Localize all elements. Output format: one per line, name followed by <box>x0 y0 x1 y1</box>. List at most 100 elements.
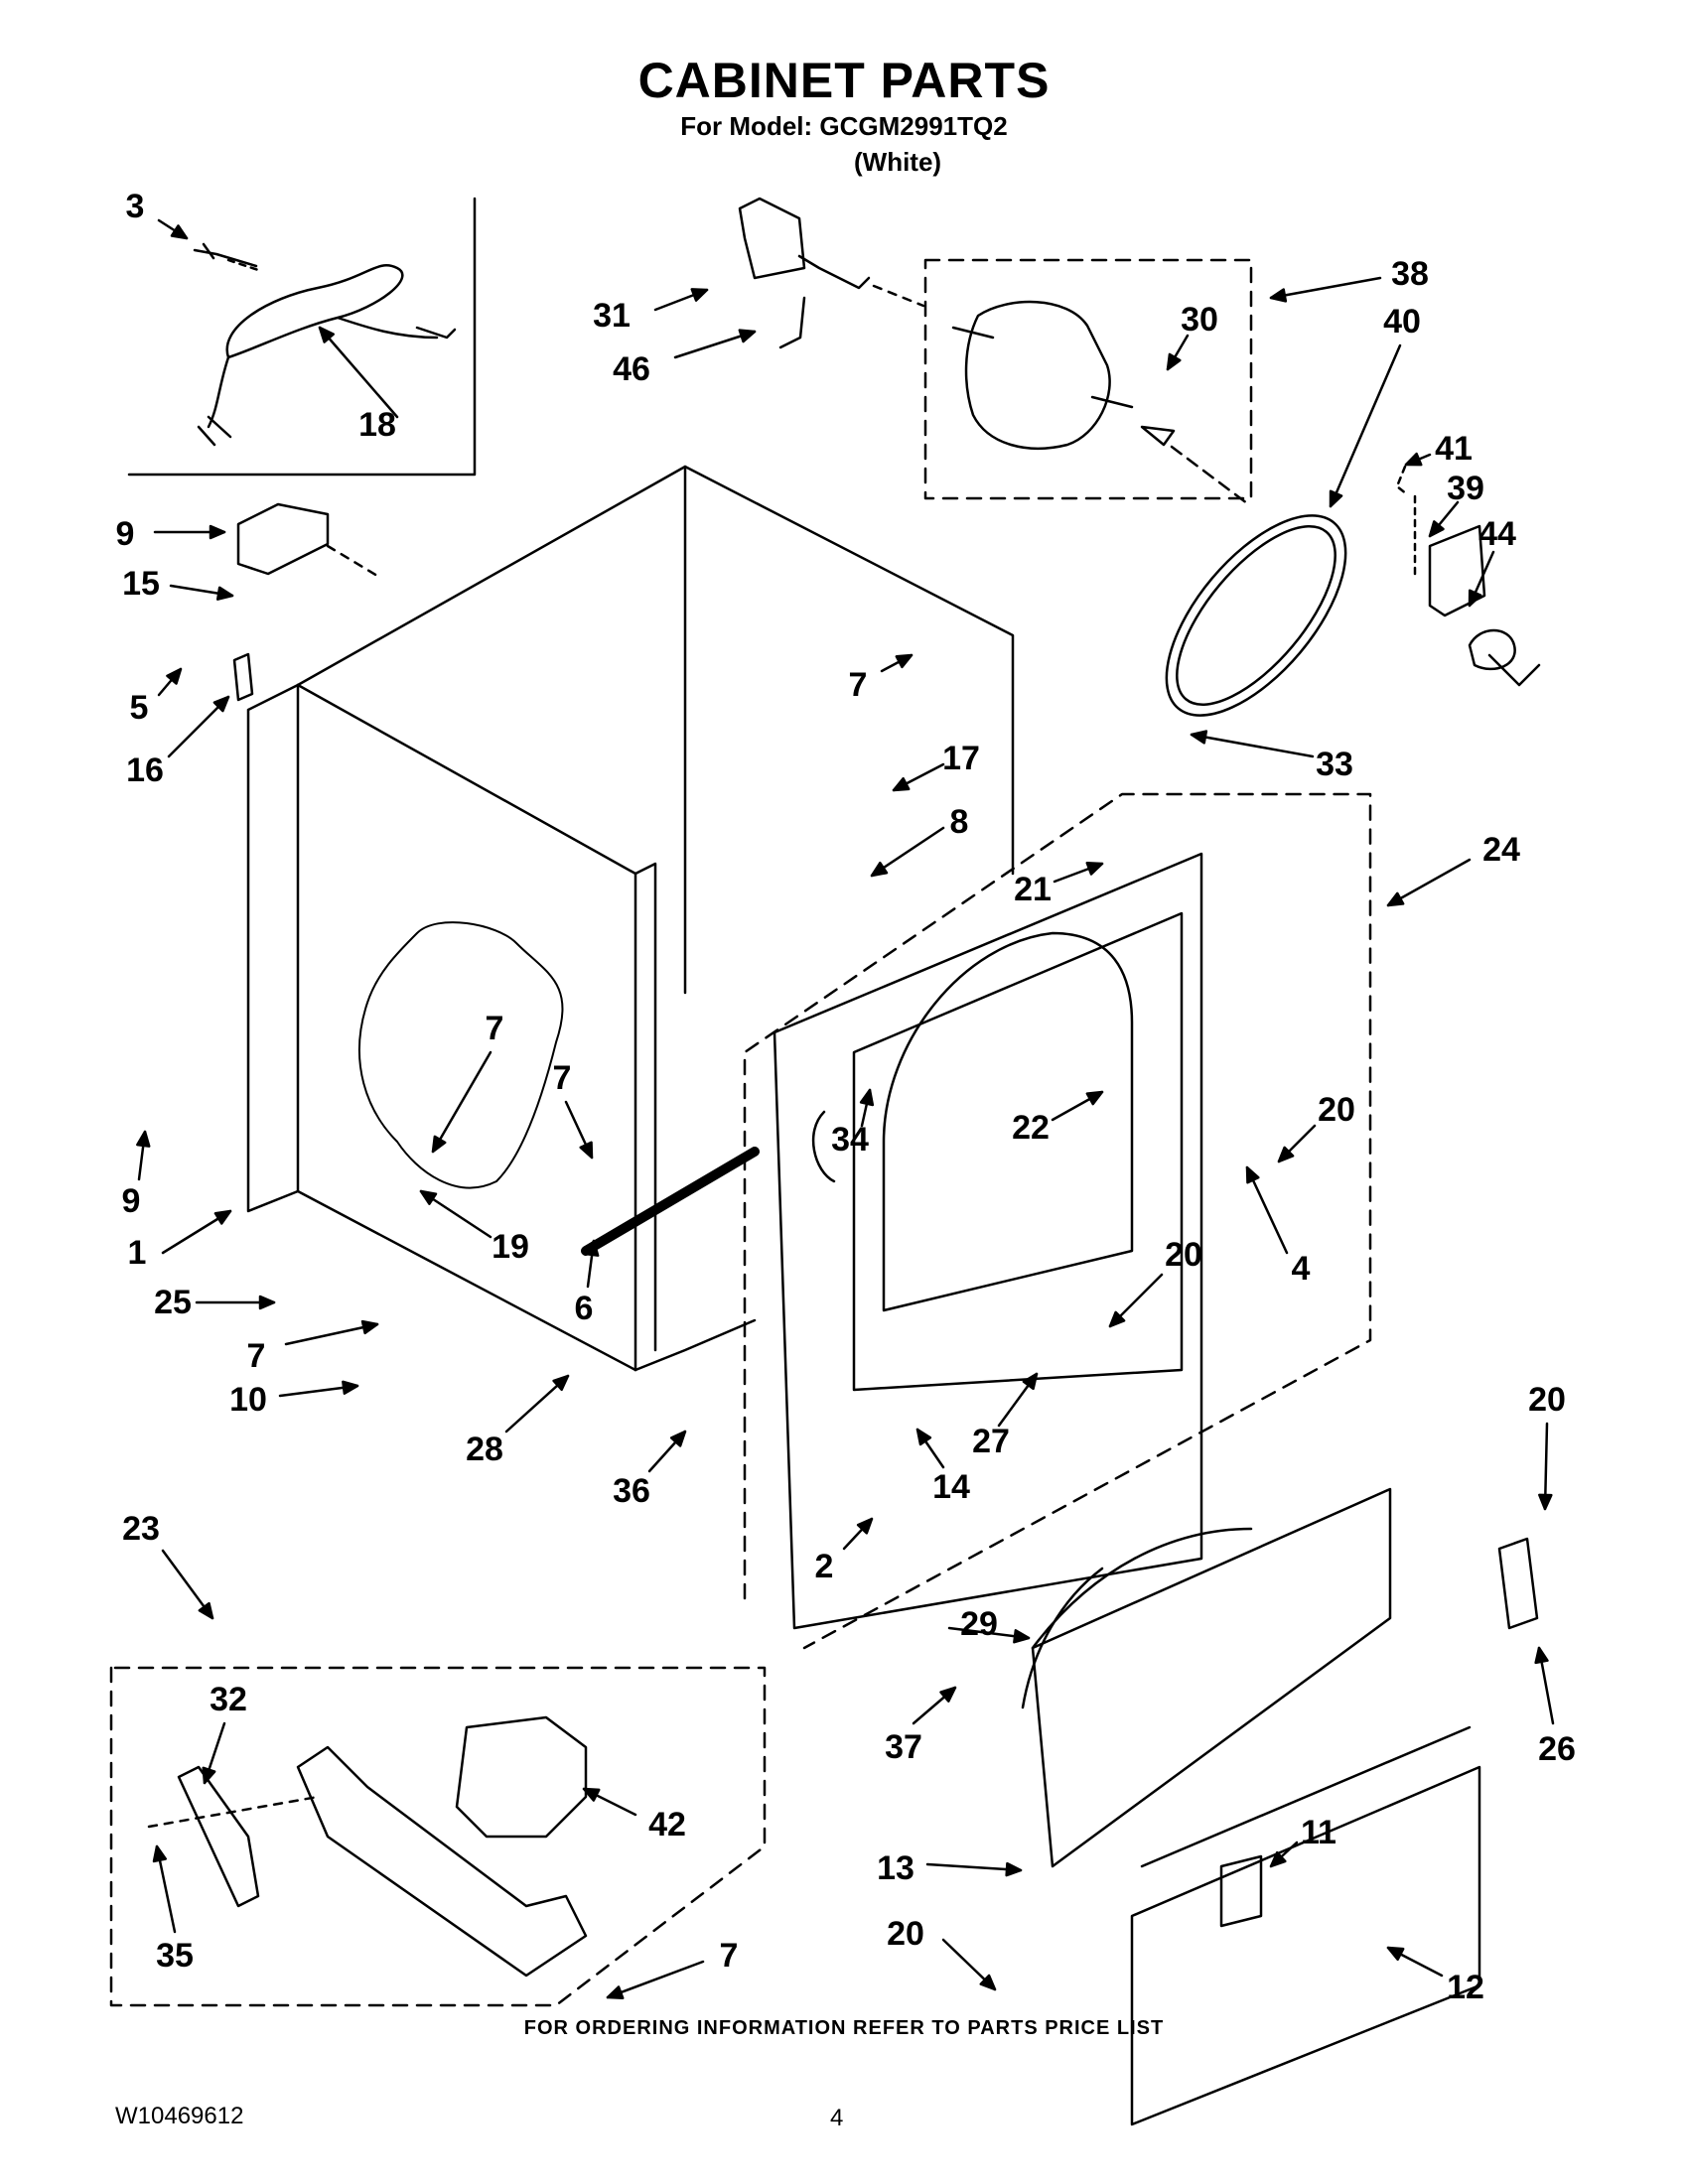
part-callout: 17 <box>942 740 980 777</box>
leader-arrowhead <box>1022 1372 1039 1391</box>
color-variant: (White) <box>854 147 942 177</box>
part-callout: 4 <box>1291 1250 1311 1288</box>
part-callout: 11 <box>1301 1814 1336 1851</box>
leader-arrowhead <box>1269 288 1288 303</box>
leader-arrowhead <box>318 326 335 343</box>
leader-arrowhead <box>215 586 234 601</box>
leader-arrowhead <box>738 329 757 343</box>
leader-line <box>606 1960 705 1999</box>
part-callout: 30 <box>1181 301 1218 339</box>
part-callout: 19 <box>492 1228 529 1266</box>
leader-arrowhead <box>1013 1629 1031 1644</box>
document-number: W10469612 <box>115 2103 244 2129</box>
leader-arrowhead <box>1386 1946 1405 1962</box>
part-callout: 29 <box>960 1605 998 1643</box>
leader-arrowhead <box>342 1380 359 1395</box>
leader-arrowhead <box>1534 1646 1549 1665</box>
leader-arrowhead <box>209 524 226 540</box>
leader-arrowhead <box>939 1686 957 1703</box>
leader-arrowhead <box>856 1517 874 1535</box>
leader-arrowhead <box>895 653 914 669</box>
part-callout: 10 <box>229 1381 267 1419</box>
leader-arrowhead <box>202 1766 216 1785</box>
part-callout: 20 <box>1318 1091 1355 1129</box>
door-assembly <box>1021 1487 1539 2126</box>
part-callout: 18 <box>358 406 396 444</box>
leader-arrowhead <box>1269 1850 1287 1868</box>
part-callout: 7 <box>246 1337 266 1375</box>
part-callout: 35 <box>156 1937 194 1975</box>
part-callout: 36 <box>613 1472 650 1510</box>
drive-motor-icon <box>964 300 1111 450</box>
door-handle-icon <box>1219 1854 1263 1928</box>
part-callout: 41 <box>1435 430 1473 468</box>
left-parts <box>232 502 379 702</box>
leader-line <box>284 1322 379 1346</box>
part-callout: 26 <box>1538 1730 1576 1768</box>
door-opening <box>882 931 1134 1312</box>
leader-line <box>1269 276 1382 300</box>
leader-arrowhead <box>870 861 889 878</box>
leader-line <box>318 326 399 419</box>
leader-arrowhead <box>606 1985 625 1999</box>
part-callout: 20 <box>1528 1381 1566 1419</box>
leader-arrowhead <box>552 1374 570 1392</box>
power-cord-inset <box>127 197 477 477</box>
leader-arrowhead <box>213 1209 232 1225</box>
power-cord-icon <box>197 264 439 447</box>
idler-assembly <box>1395 465 1541 687</box>
part-callout: 14 <box>932 1468 970 1506</box>
part-callout: 38 <box>1391 255 1429 293</box>
leader-arrowhead <box>1386 891 1405 907</box>
page-number: 4 <box>830 2105 844 2131</box>
leader-arrowhead <box>1085 1090 1104 1106</box>
part-callout: 32 <box>210 1681 247 1718</box>
hinge-icon <box>1497 1537 1539 1630</box>
leader-arrowhead <box>170 224 189 240</box>
leader-arrowhead <box>1428 520 1445 538</box>
part-callout: 24 <box>1482 831 1520 869</box>
motor-assembly <box>923 258 1253 508</box>
part-callout: 31 <box>593 297 631 335</box>
part-callout: 8 <box>949 803 969 841</box>
part-callout: 22 <box>1012 1109 1050 1147</box>
leader-arrowhead <box>1404 452 1423 467</box>
leader-arrowhead <box>419 1189 438 1205</box>
part-callout: 27 <box>972 1423 1010 1460</box>
leader-line <box>925 1862 1023 1872</box>
leader-arrowhead <box>1085 862 1104 876</box>
leader-arrowhead <box>431 1135 447 1154</box>
leader-arrowhead <box>1468 589 1482 608</box>
part-callout: 20 <box>1165 1236 1202 1274</box>
part-callout: 42 <box>648 1806 686 1843</box>
part-callout: 46 <box>613 350 650 388</box>
leader-arrowhead <box>859 1088 875 1107</box>
part-callout: 7 <box>552 1059 572 1097</box>
part-callout: 44 <box>1478 515 1516 553</box>
part-callout: 1 <box>127 1234 147 1272</box>
burner-assembly <box>109 1666 767 2007</box>
part-callout: 39 <box>1447 470 1484 507</box>
part-callout: 7 <box>719 1937 739 1975</box>
leader-arrowhead <box>892 776 911 792</box>
leader-arrowhead <box>212 695 230 713</box>
part-callout: 25 <box>154 1284 192 1321</box>
part-callout: 16 <box>126 751 164 789</box>
leader-line <box>1386 858 1472 907</box>
part-callout: 7 <box>485 1010 504 1047</box>
leader-arrowhead <box>360 1319 379 1335</box>
leader-arrowhead <box>915 1428 932 1446</box>
part-callout: 40 <box>1383 303 1421 341</box>
part-callout: 7 <box>848 666 868 704</box>
part-callout: 6 <box>574 1290 594 1327</box>
part-callout: 23 <box>122 1510 160 1548</box>
leader-line <box>1245 1165 1289 1255</box>
part-callout: 34 <box>831 1121 869 1159</box>
model-number: For Model: GCGM2991TQ2 <box>680 111 1008 141</box>
pulley-nut-icon <box>1140 425 1176 447</box>
ordering-note: FOR ORDERING INFORMATION REFER TO PARTS … <box>523 2017 1165 2039</box>
leader-arrowhead <box>1005 1861 1023 1877</box>
part-callout: 21 <box>1014 871 1052 908</box>
part-callout: 20 <box>887 1915 924 1953</box>
